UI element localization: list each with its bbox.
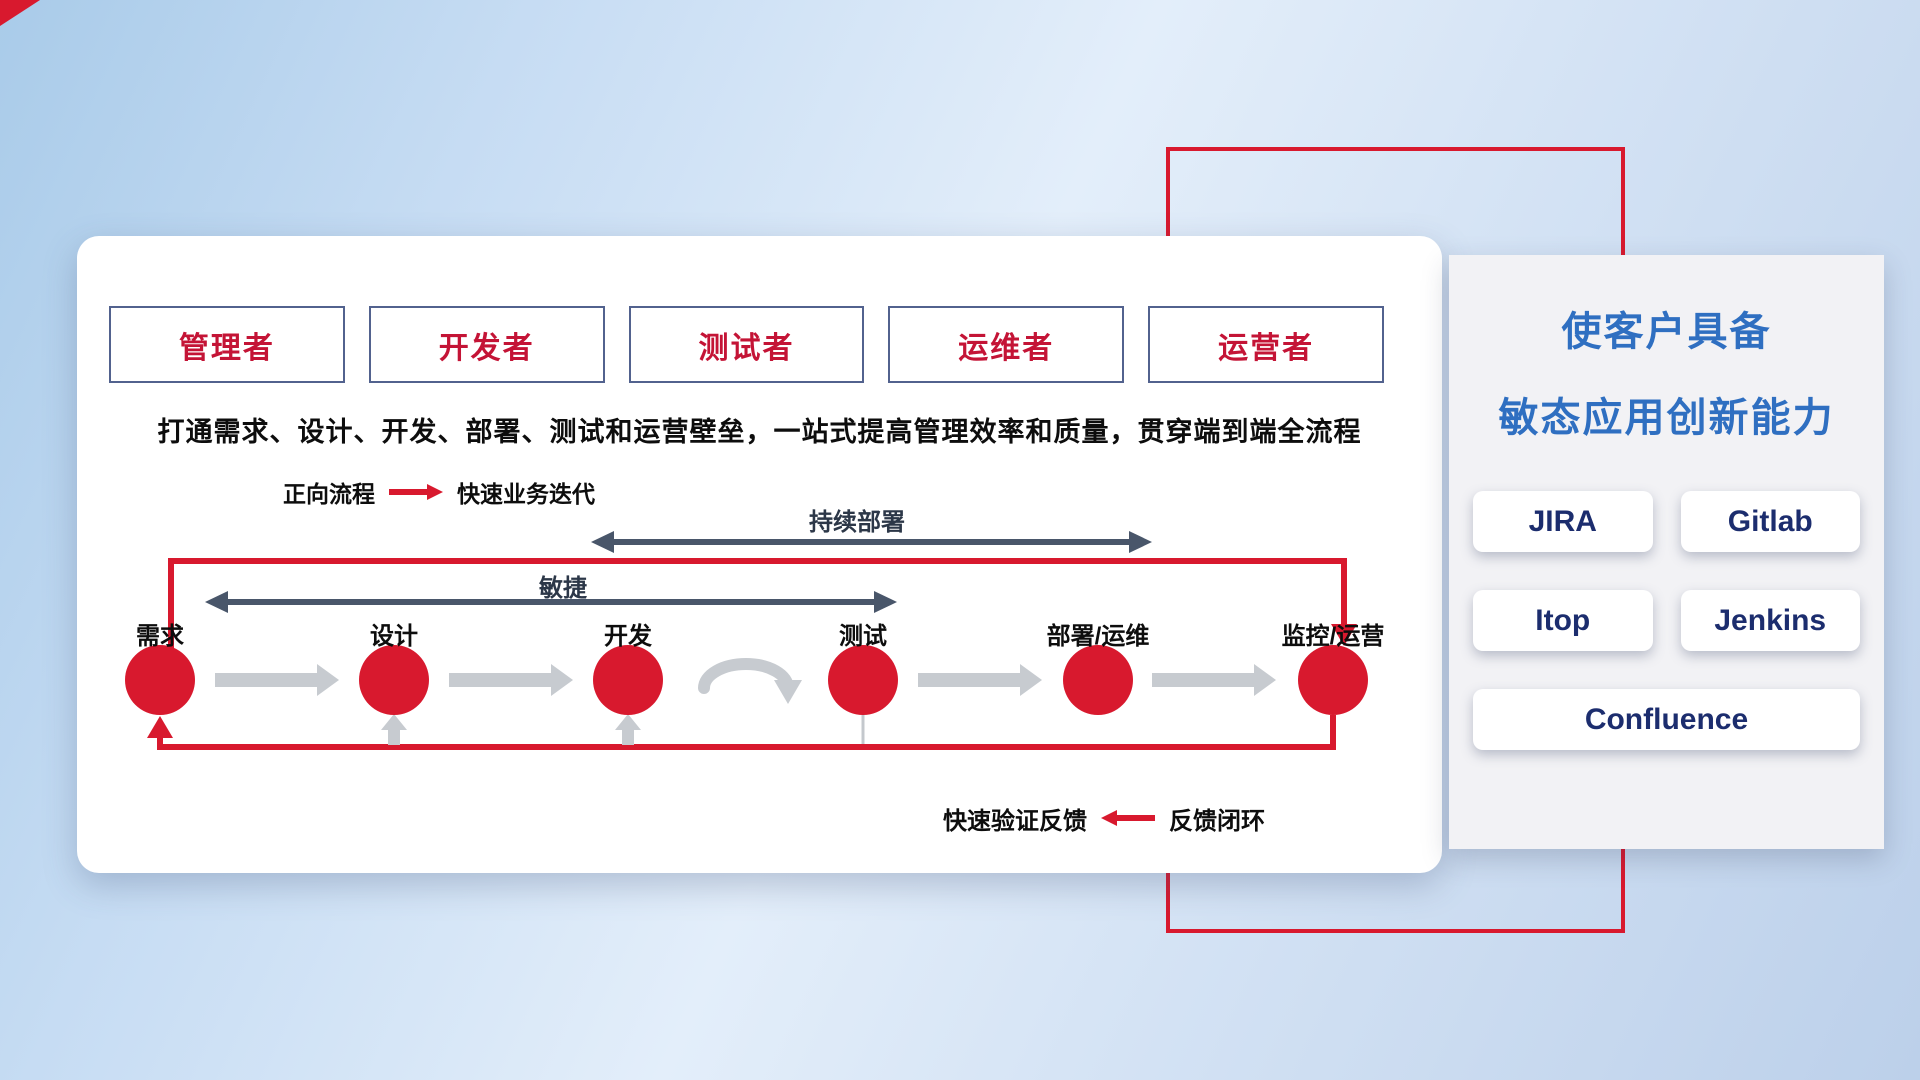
stage-label-monitor-operate: 监控/运营 <box>1281 623 1385 650</box>
forward-arrow-icon <box>389 484 443 500</box>
feedback-arrow-icon <box>1101 810 1155 826</box>
tool-chip-jira: JIRA <box>1473 491 1653 552</box>
forward-flow-legend: 正向流程 快速业务迭代 <box>283 476 595 508</box>
panel-title: 使客户具备 敏态应用创新能力 <box>1449 289 1884 461</box>
panel-title-line2: 敏态应用创新能力 <box>1498 396 1835 440</box>
role-box-ops: 运维者 <box>888 306 1125 383</box>
agile-label: 敏捷 <box>539 575 587 602</box>
role-box-operator: 运营者 <box>1148 306 1384 383</box>
workflow-description: 打通需求、设计、开发、部署、测试和运营壁垒，一站式提高管理效率和质量，贯穿端到端… <box>157 417 1362 447</box>
roles-row: 管理者 开发者 测试者 运维者 运营者 <box>109 306 1384 383</box>
stage-label-design: 设计 <box>370 623 418 650</box>
stage-label-test: 测试 <box>839 623 887 650</box>
stage-label-requirements: 需求 <box>136 623 184 650</box>
tool-chip-jenkins: Jenkins <box>1680 590 1860 651</box>
corner-accent-triangle <box>0 0 40 26</box>
stage-label-develop: 开发 <box>604 623 652 650</box>
tool-chip-confluence: Confluence <box>1473 689 1860 750</box>
forward-flow-legend-text: 快速业务迭代 <box>457 481 595 507</box>
role-box-manager: 管理者 <box>109 306 345 383</box>
continuous-deployment-label: 持续部署 <box>809 509 905 536</box>
role-box-developer: 开发者 <box>368 306 605 383</box>
flow-diagram-canvas <box>125 531 1368 750</box>
feedback-legend-label: 快速验证反馈 <box>943 807 1087 835</box>
tool-chip-itop: Itop <box>1473 590 1653 651</box>
forward-flow-legend-label: 正向流程 <box>283 481 375 507</box>
capability-panel: 使客户具备 敏态应用创新能力 JIRA Gitlab Itop Jenkins … <box>1449 255 1884 849</box>
role-box-tester: 测试者 <box>628 306 865 383</box>
feedback-loop-legend: 快速验证反馈 反馈闭环 <box>943 802 1265 835</box>
tools-grid: JIRA Gitlab Itop Jenkins Confluence <box>1473 491 1860 750</box>
feedback-legend-text: 反馈闭环 <box>1169 807 1265 835</box>
panel-title-line1: 使客户具备 <box>1561 310 1772 354</box>
stage-label-deploy-ops: 部署/运维 <box>1046 623 1150 650</box>
tool-chip-gitlab: Gitlab <box>1680 491 1860 552</box>
workflow-card: 管理者 开发者 测试者 运维者 运营者 打通需求、设计、开发、部署、测试和运营壁… <box>77 236 1442 873</box>
